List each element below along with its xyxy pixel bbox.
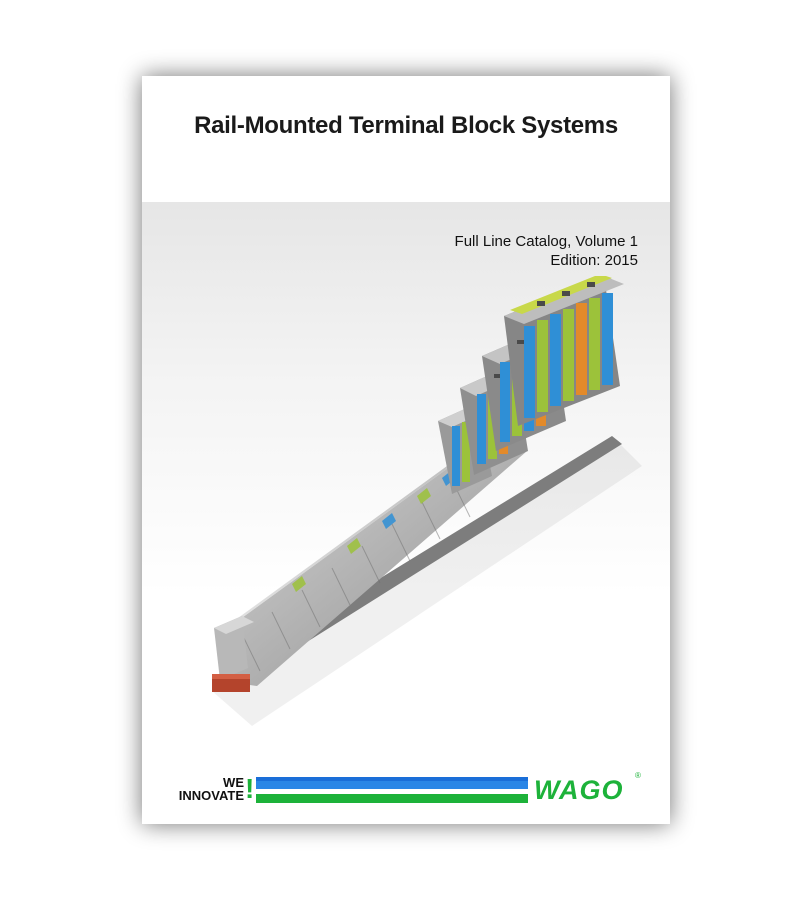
slogan-exclamation: !: [245, 773, 255, 804]
edition-label: Edition: 2015: [550, 252, 638, 269]
slogan-line-we: WE: [223, 775, 244, 790]
catalog-subtitle: Full Line Catalog, Volume 1: [454, 233, 638, 250]
brand-stripe-graphic: [256, 777, 528, 803]
catalog-cover: Rail-Mounted Terminal Block Systems Full…: [142, 76, 670, 824]
terminal-block-assembly-image: [212, 276, 642, 726]
slogan: WE INNOVATE: [160, 776, 244, 802]
cover-title: Rail-Mounted Terminal Block Systems: [194, 112, 618, 139]
wago-logo: WAGO: [534, 775, 624, 805]
registered-mark: ®: [635, 771, 641, 780]
slogan-line-innovate: INNOVATE: [178, 788, 244, 803]
title-band: [142, 76, 670, 202]
